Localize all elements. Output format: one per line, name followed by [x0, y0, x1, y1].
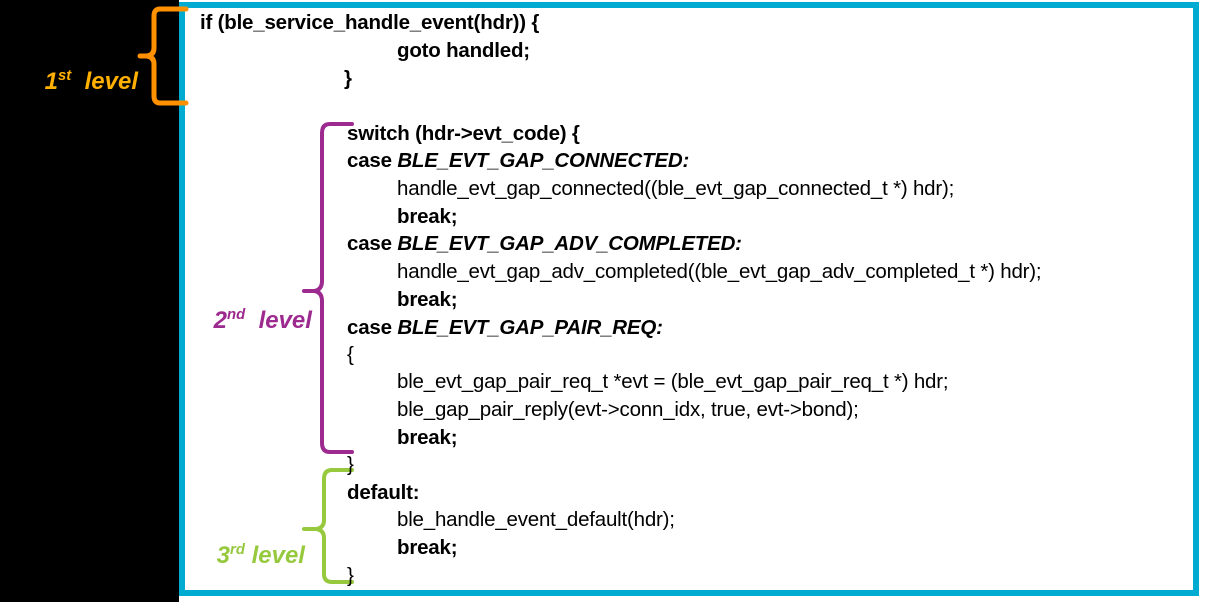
brace-level-2 [302, 122, 354, 454]
brace-level-1 [137, 6, 189, 106]
level-2-ordinal: 2 [213, 307, 228, 334]
level-2-word: level [258, 307, 312, 334]
level-3-ordinal: 3 [216, 542, 231, 569]
level-3-ordinal-suffix: rd [230, 542, 245, 558]
left-black-gutter [0, 0, 179, 602]
level-1-spacer [71, 68, 84, 95]
level-2-ordinal-suffix: nd [227, 307, 246, 323]
level-3-word: level [251, 542, 305, 569]
level-1-ordinal-suffix: st [58, 68, 72, 84]
level-2-spacer [245, 307, 258, 334]
level-3-spacer [245, 542, 252, 569]
level-label-1: 1st level [18, 40, 138, 124]
brace-level-3 [302, 468, 354, 584]
level-label-2: 2nd level [187, 279, 312, 363]
level-1-word: level [84, 68, 138, 95]
code-card-frame [179, 2, 1199, 596]
level-label-3: 3rd level [190, 514, 305, 598]
level-1-ordinal: 1 [44, 68, 59, 95]
